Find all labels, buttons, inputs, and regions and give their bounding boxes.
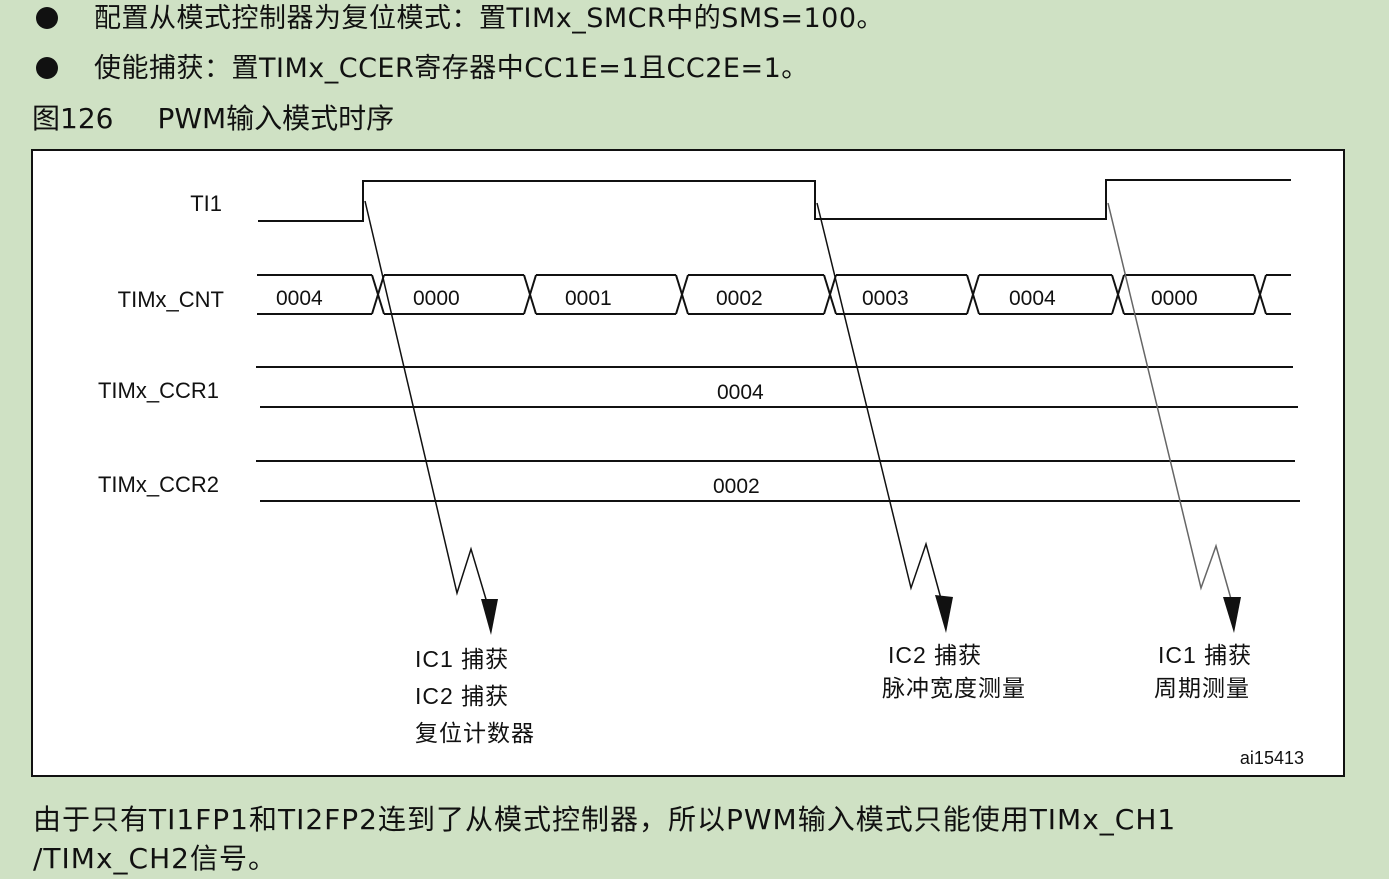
cnt-value: 0000 xyxy=(413,287,460,310)
cnt-transition xyxy=(1253,274,1267,315)
bullet-text: 使能捕获：置TIMx_CCER寄存器中CC1E=1且CC2E=1。 xyxy=(94,53,809,84)
cnt-value: 0003 xyxy=(862,287,909,310)
arrowhead-2 xyxy=(935,595,953,633)
cnt-transition xyxy=(371,274,385,315)
annotation-1-line: IC2 捕获 xyxy=(415,683,509,709)
bullet-text: 配置从模式控制器为复位模式：置TIMx_SMCR中的SMS=100。 xyxy=(94,3,885,34)
figure-caption: 图126 PWM输入模式时序 xyxy=(32,101,394,137)
cnt-bus xyxy=(257,274,1291,315)
annotation-2-line: 脉冲宽度测量 xyxy=(882,675,1026,701)
annotation-3-line: IC1 捕获 xyxy=(1158,642,1252,668)
figure-number: 图126 xyxy=(32,102,114,135)
cnt-value: 0000 xyxy=(1151,287,1198,310)
cnt-value: 0004 xyxy=(1009,287,1056,310)
annotation-3-line: 周期测量 xyxy=(1154,675,1250,701)
ti1-label: TI1 xyxy=(190,191,222,216)
cnt-transition xyxy=(523,274,537,315)
cnt-label: TIMx_CNT xyxy=(118,287,224,312)
annotation-2-line: IC2 捕获 xyxy=(888,642,982,668)
cnt-transition xyxy=(823,274,837,315)
bullet-dot-icon xyxy=(36,57,58,79)
bullet-dot-icon xyxy=(36,7,58,29)
annotation-1-line: 复位计数器 xyxy=(415,720,535,746)
ccr1-value: 0004 xyxy=(717,381,764,404)
ccr1-label: TIMx_CCR1 xyxy=(98,378,219,403)
annotation-1-line: IC1 捕获 xyxy=(415,646,509,672)
timing-diagram: TI1 TIMx_CNT TIMx_CCR1 TIMx_CCR2 0004 00… xyxy=(31,149,1345,777)
paragraph-line: /TIMx_CH2信号。 xyxy=(33,842,277,875)
cnt-transition xyxy=(966,274,980,315)
cnt-value: 0002 xyxy=(716,287,763,310)
bullet-item: 配置从模式控制器为复位模式：置TIMx_SMCR中的SMS=100。 xyxy=(36,1,884,37)
ti1-waveform xyxy=(258,179,1291,222)
paragraph-line: 由于只有TI1FP1和TI2FP2连到了从模式控制器，所以PWM输入模式只能使用… xyxy=(33,803,1177,836)
capture-arrow-3 xyxy=(1107,202,1234,607)
bullet-item: 使能捕获：置TIMx_CCER寄存器中CC1E=1且CC2E=1。 xyxy=(36,51,809,87)
cnt-transition xyxy=(675,274,689,315)
ccr2-value: 0002 xyxy=(713,475,760,498)
timing-diagram-canvas: TI1 TIMx_CNT TIMx_CCR1 TIMx_CCR2 0004 00… xyxy=(98,179,1304,768)
arrowhead-1 xyxy=(481,599,498,635)
cnt-value: 0004 xyxy=(276,287,323,310)
capture-arrow-2 xyxy=(816,202,944,607)
description-paragraph: 由于只有TI1FP1和TI2FP2连到了从模式控制器，所以PWM输入模式只能使用… xyxy=(33,800,1363,878)
arrowhead-3 xyxy=(1223,597,1241,633)
capture-arrow-1 xyxy=(364,200,489,607)
figure-id: ai15413 xyxy=(1240,748,1304,768)
cnt-transition xyxy=(1111,274,1125,315)
figure-title: PWM输入模式时序 xyxy=(157,102,395,135)
ccr2-label: TIMx_CCR2 xyxy=(98,472,219,497)
cnt-value: 0001 xyxy=(565,287,612,310)
